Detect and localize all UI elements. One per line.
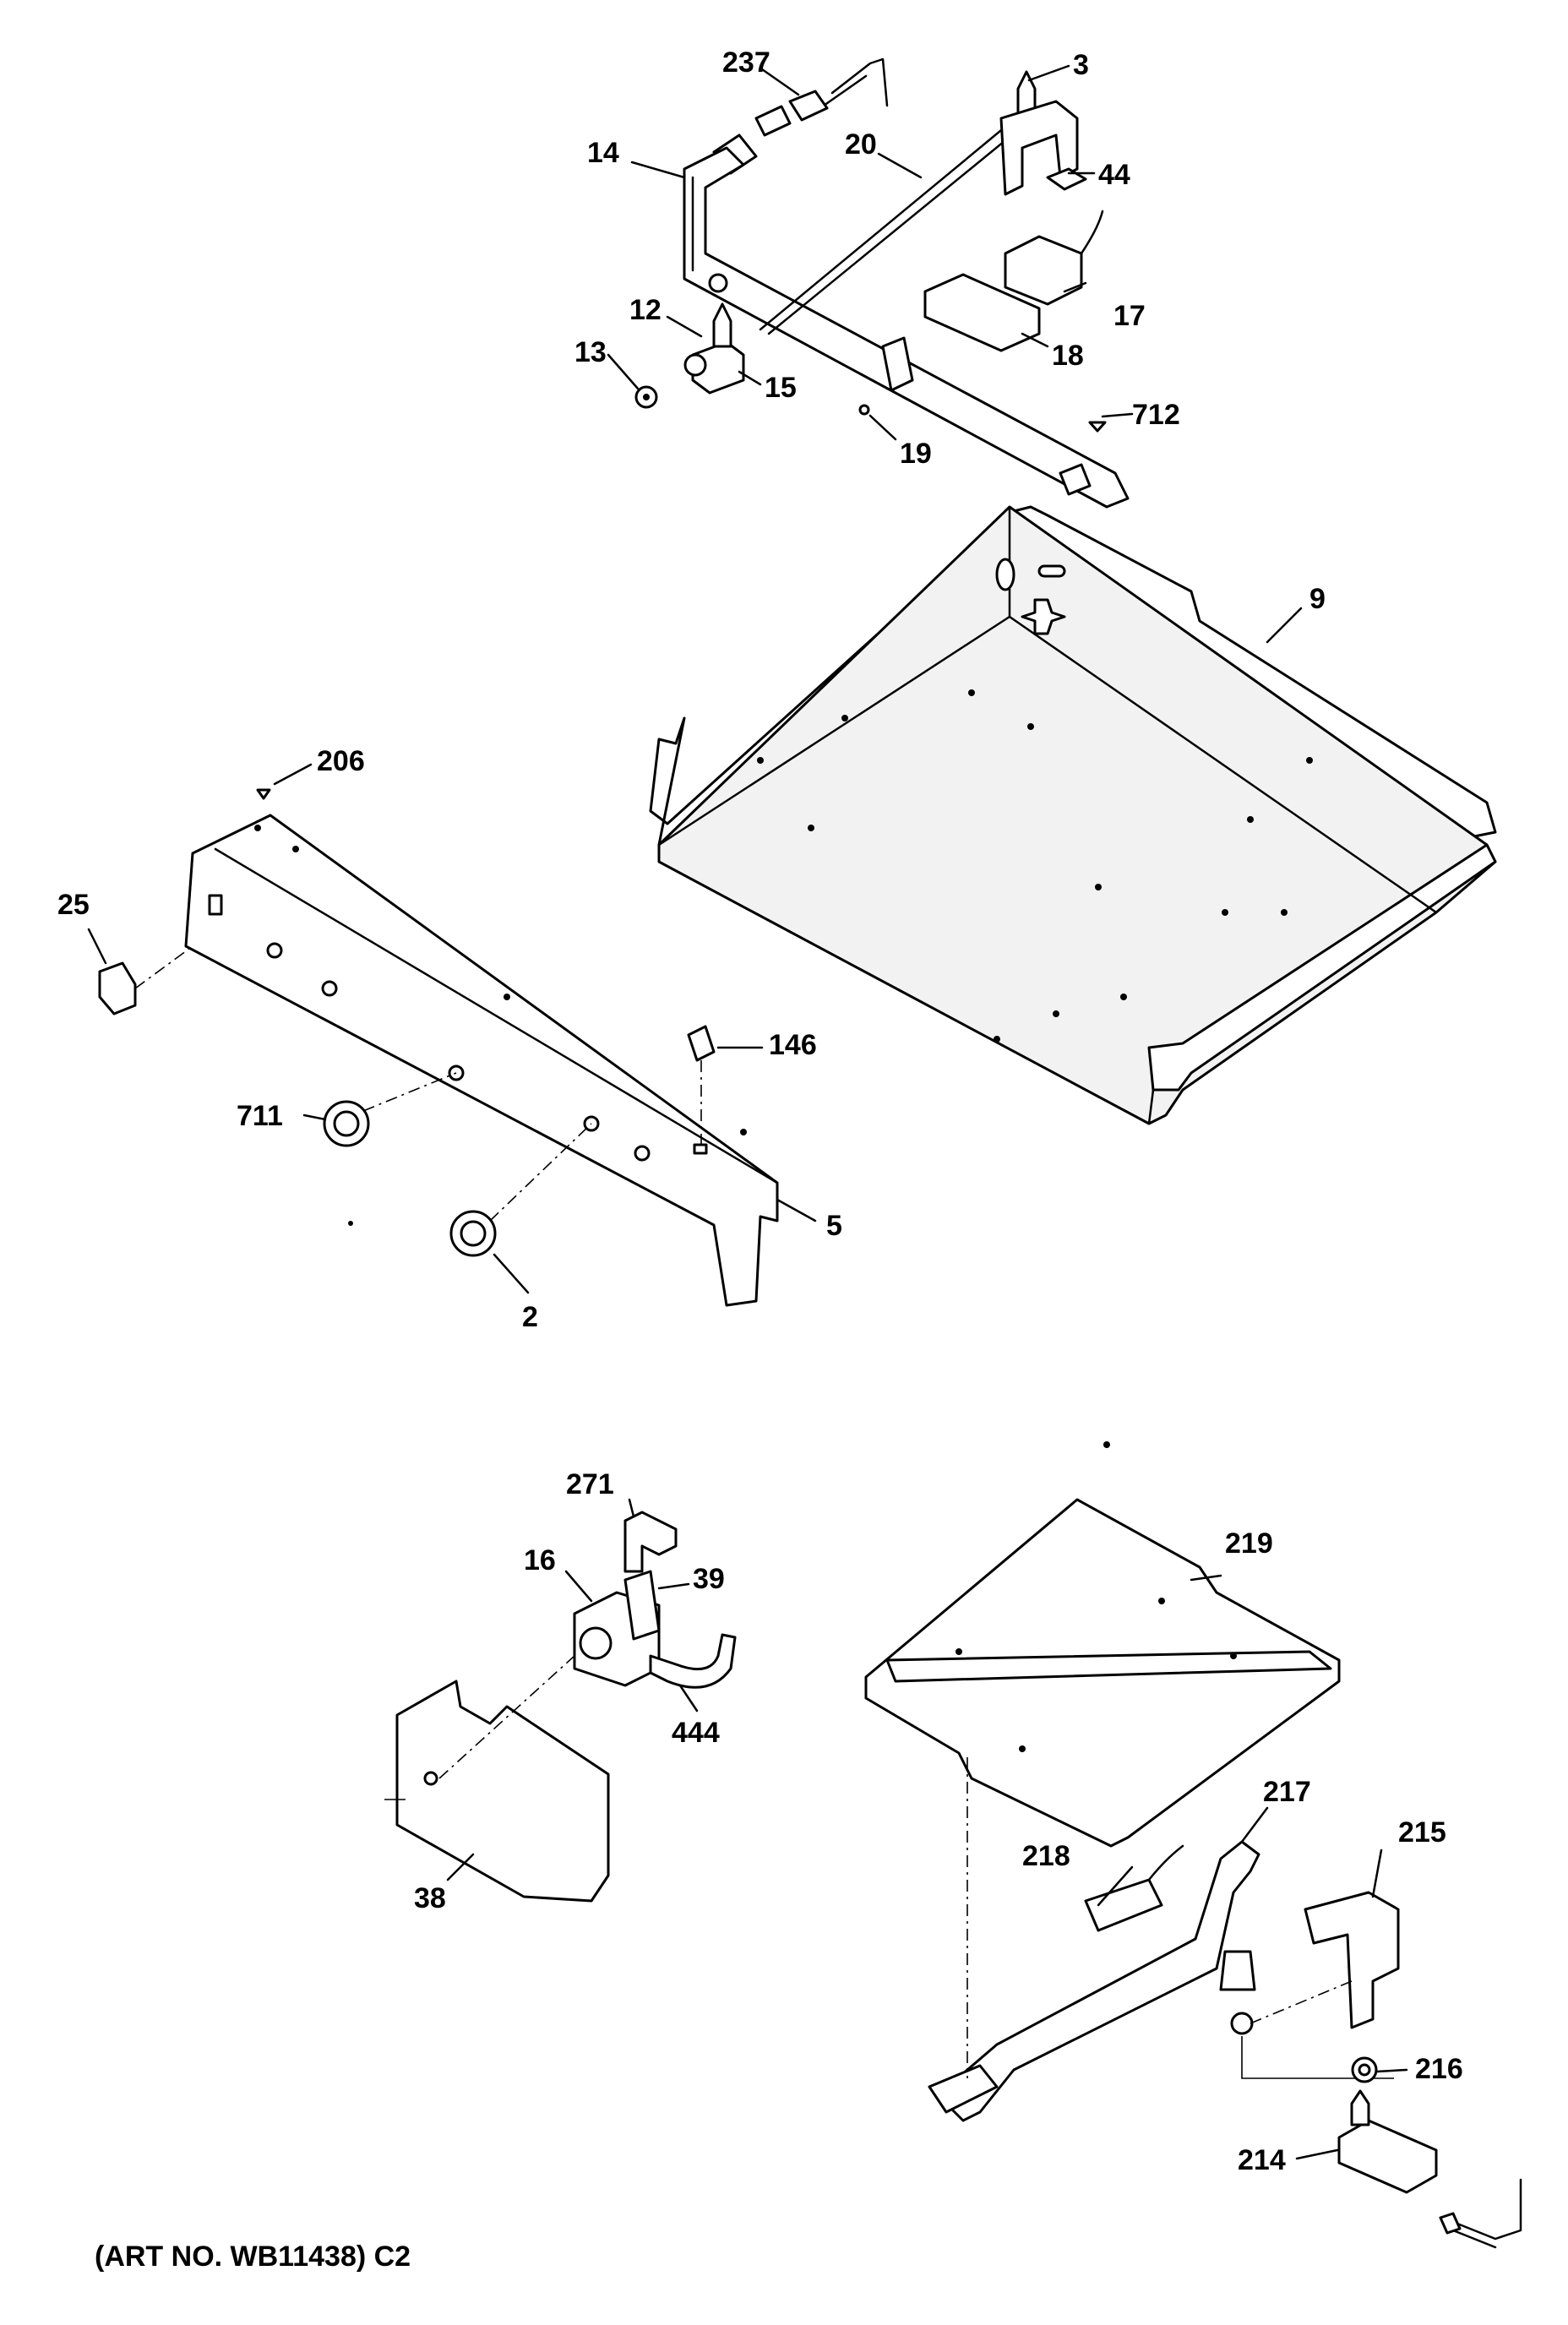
callouts: 237 3 14 20 44 17 12 13 15 18 19 712 9 2…: [57, 46, 1463, 2176]
manifold-panel: [98, 788, 779, 1307]
callout-271: 271: [566, 1468, 614, 1500]
callout-218: 218: [1022, 1840, 1070, 1872]
callout-14: 14: [587, 137, 619, 169]
art-number-caption: (ART NO. WB11438) C2: [95, 2241, 411, 2273]
bottom-pan: [649, 505, 1497, 1125]
callout-44: 44: [1098, 159, 1130, 191]
callout-2: 2: [522, 1301, 538, 1333]
callout-219: 219: [1225, 1527, 1273, 1560]
callout-20: 20: [845, 128, 877, 161]
callout-15: 15: [765, 372, 797, 404]
callout-215: 215: [1398, 1816, 1446, 1849]
callout-237: 237: [722, 46, 770, 79]
callout-19: 19: [900, 438, 932, 470]
callout-17: 17: [1113, 300, 1146, 332]
callout-3: 3: [1073, 49, 1089, 81]
callout-214: 214: [1238, 2144, 1286, 2176]
callout-217: 217: [1263, 1776, 1311, 1808]
callout-12: 12: [629, 294, 662, 326]
callout-712: 712: [1132, 399, 1180, 431]
callout-38: 38: [414, 1882, 446, 1914]
broiler-assembly: [864, 1441, 1522, 2249]
callout-5: 5: [826, 1210, 842, 1242]
callout-444: 444: [672, 1717, 720, 1749]
callout-18: 18: [1052, 340, 1084, 372]
regulator-assembly: [384, 1511, 737, 1903]
callout-206: 206: [317, 745, 365, 777]
manifold-assembly: [634, 57, 1130, 509]
callout-146: 146: [769, 1029, 817, 1061]
callout-16: 16: [524, 1544, 556, 1576]
callout-25: 25: [57, 889, 90, 921]
callout-13: 13: [574, 336, 607, 368]
callout-216: 216: [1415, 2053, 1463, 2085]
leader-lines: [87, 64, 1408, 2160]
callout-9: 9: [1309, 583, 1326, 615]
callout-39: 39: [693, 1563, 725, 1595]
callout-711: 711: [237, 1100, 283, 1132]
